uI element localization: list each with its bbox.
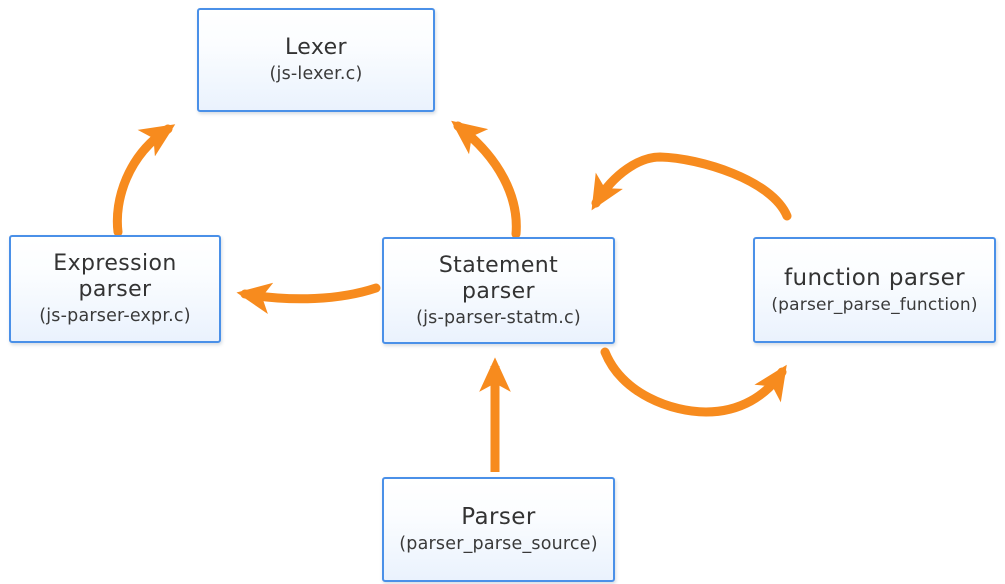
node-parser-subtitle: (parser_parse_source): [399, 534, 598, 555]
node-function-parser-title: function parser: [783, 264, 965, 291]
edge-function-to-statement: [591, 152, 792, 221]
edge-statement-to-lexer: [451, 120, 521, 239]
node-parser[interactable]: Parser (parser_parse_source): [382, 477, 615, 582]
node-lexer-subtitle: (js-lexer.c): [269, 64, 363, 85]
node-lexer[interactable]: Lexer (js-lexer.c): [197, 8, 435, 112]
edge-statement-to-function: [600, 347, 787, 417]
edge-expression-to-lexer: [112, 124, 176, 237]
edge-statement-to-expression: [236, 282, 381, 314]
node-statement-parser-title: Statement parser: [438, 252, 559, 304]
node-parser-title: Parser: [461, 504, 536, 531]
node-function-parser-subtitle: (parser_parse_function): [771, 295, 978, 316]
node-expression-parser-subtitle: (js-parser-expr.c): [39, 306, 191, 327]
node-statement-parser[interactable]: Statement parser (js-parser-statm.c): [382, 237, 615, 344]
node-expression-parser-title: Expression parser: [53, 251, 177, 303]
node-expression-parser[interactable]: Expression parser (js-parser-expr.c): [9, 235, 221, 343]
node-function-parser[interactable]: function parser (parser_parse_function): [753, 237, 996, 343]
node-statement-parser-subtitle: (js-parser-statm.c): [416, 307, 581, 328]
node-lexer-title: Lexer: [285, 35, 347, 61]
